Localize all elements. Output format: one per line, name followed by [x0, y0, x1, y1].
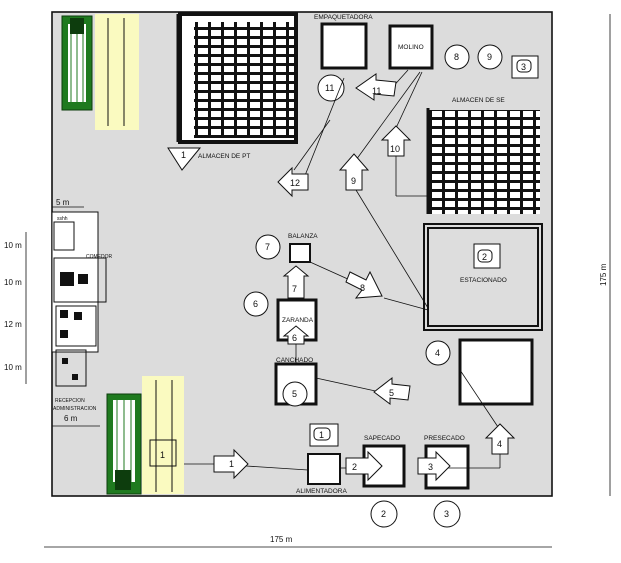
dim-height: 175 m: [599, 263, 608, 286]
balanza: BALANZA 7: [255, 233, 318, 263]
circle-11: 11: [325, 83, 334, 93]
circle-2: 2: [381, 509, 386, 519]
flow-arrow-9: 9: [338, 153, 370, 191]
presecado-label: PRESECADO: [424, 435, 465, 442]
flow-number-8: 8: [360, 283, 365, 293]
boxed-1: 1: [319, 430, 324, 440]
administracion-label: ADMINISTRACION: [53, 406, 97, 412]
estacionado-label: ESTACIONADO: [460, 277, 507, 284]
almacen-se: ALMACEN DE SE: [426, 97, 540, 214]
flow-arrow-11: 11: [355, 73, 397, 101]
molino-label: MOLINO: [398, 44, 424, 51]
flow-number-12: 12: [290, 178, 300, 188]
canchado-label: CANCHADO: [276, 357, 313, 364]
flow-arrow-7: 7: [282, 265, 310, 299]
boxed-2: 2: [482, 252, 487, 262]
empaquetadora: EMPAQUETADORA 11: [314, 14, 373, 102]
circle-7: 7: [265, 242, 270, 252]
parking-bottom: 1: [106, 376, 184, 495]
alimentadora-label: ALIMENTADORA: [296, 488, 347, 495]
flow-arrow-6: 6: [282, 325, 310, 345]
dim-width: 175 m: [270, 535, 293, 544]
zaranda-label: ZARANDA: [282, 317, 314, 324]
dim-6m: 6 m: [64, 414, 78, 423]
balanza-label: BALANZA: [288, 233, 318, 240]
flow-number-11: 11: [372, 86, 381, 96]
flow-arrow-8: 8: [345, 270, 383, 299]
dim-10m-2: 10 m: [4, 278, 22, 287]
dim-10m-3: 10 m: [4, 363, 22, 372]
flow-arrow-12: 12: [277, 166, 309, 198]
circle-9: 9: [487, 52, 492, 62]
flow-number-5: 5: [389, 388, 394, 398]
estacionado: 2 ESTACIONADO: [423, 223, 543, 331]
molino: MOLINO: [388, 24, 434, 70]
triangle-number: 1: [181, 150, 186, 160]
sshh-label: sshh: [57, 216, 68, 222]
zaranda: 6 ZARANDA: [243, 291, 318, 342]
circle-3: 3: [444, 509, 449, 519]
flow-arrow-5: 5: [373, 376, 411, 405]
boxed-3: 3: [521, 62, 526, 72]
sapecado-label: SAPECADO: [364, 435, 400, 442]
recepcion-box-number: 1: [160, 450, 165, 460]
almacen-pt-triangle: [167, 147, 202, 171]
flow-number-6: 6: [292, 333, 297, 343]
comedor-label: COMEDOR: [86, 254, 113, 260]
flow-arrow-4: 4: [484, 423, 516, 455]
sapecado: SAPECADO 2: [362, 435, 406, 528]
recepcion-label: RECEPCION: [55, 398, 85, 404]
almacen-se-label: ALMACEN DE SE: [452, 97, 505, 104]
flow-number-9: 9: [351, 176, 356, 186]
flow-number-3: 3: [428, 462, 433, 472]
circle-6: 6: [253, 299, 258, 309]
flow-arrow-3: 3: [417, 450, 451, 482]
flow-number-4: 4: [497, 439, 502, 449]
circle-4: 4: [435, 348, 440, 358]
flow-number-7: 7: [292, 284, 297, 294]
flow-number-1: 1: [229, 459, 234, 469]
alimentadora: ALIMENTADORA: [296, 453, 347, 495]
flow-arrow-1: 1: [213, 448, 249, 480]
presecado: PRESECADO 3: [424, 435, 470, 528]
flow-number-10: 10: [390, 144, 400, 154]
almacen-pt-label: ALMACEN DE PT: [198, 153, 250, 160]
circle-5: 5: [292, 389, 297, 399]
dim-10m-1: 10 m: [4, 241, 22, 250]
circle-8: 8: [454, 52, 459, 62]
canchado: CANCHADO 5: [274, 357, 318, 407]
empaquetadora-label: EMPAQUETADORA: [314, 14, 373, 21]
dim-5m: 5 m: [56, 198, 70, 207]
flow-arrow-2: 2: [345, 450, 383, 482]
dim-12m: 12 m: [4, 320, 22, 329]
almacen-pt: 1 ALMACEN DE PT: [167, 12, 298, 171]
flow-arrow-10: 10: [380, 125, 412, 157]
box-4: 4: [425, 338, 534, 406]
flow-number-2: 2: [352, 462, 357, 472]
office-area: sshh COMEDOR RECEPCION ADMINISTRACION: [51, 211, 113, 412]
parking-top: [61, 14, 139, 130]
